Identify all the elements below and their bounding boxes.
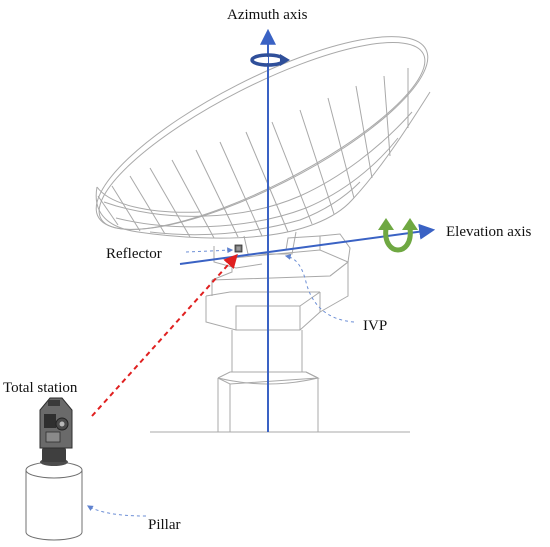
total-station-label: Total station — [3, 380, 78, 396]
pillar — [25, 461, 83, 541]
pillar-label: Pillar — [148, 517, 181, 533]
rotation-arrow-icon — [378, 218, 418, 253]
ivp-label: IVP — [363, 318, 387, 334]
reflector-label: Reflector — [106, 246, 162, 262]
elevation-axis-line — [179, 223, 436, 265]
telescope-dish — [95, 36, 431, 255]
ivp-leader — [284, 254, 355, 323]
telescope-mount — [205, 233, 351, 331]
azimuth-axis-label: Azimuth axis — [227, 7, 308, 23]
pillar-leader — [86, 505, 147, 517]
rotation-arrow-icon — [250, 53, 290, 67]
total-station-icon — [39, 397, 73, 466]
reflector-prism-icon — [234, 244, 243, 253]
reflector-leader — [185, 247, 234, 254]
laser-line — [91, 253, 238, 417]
elevation-axis-label: Elevation axis — [446, 224, 532, 240]
